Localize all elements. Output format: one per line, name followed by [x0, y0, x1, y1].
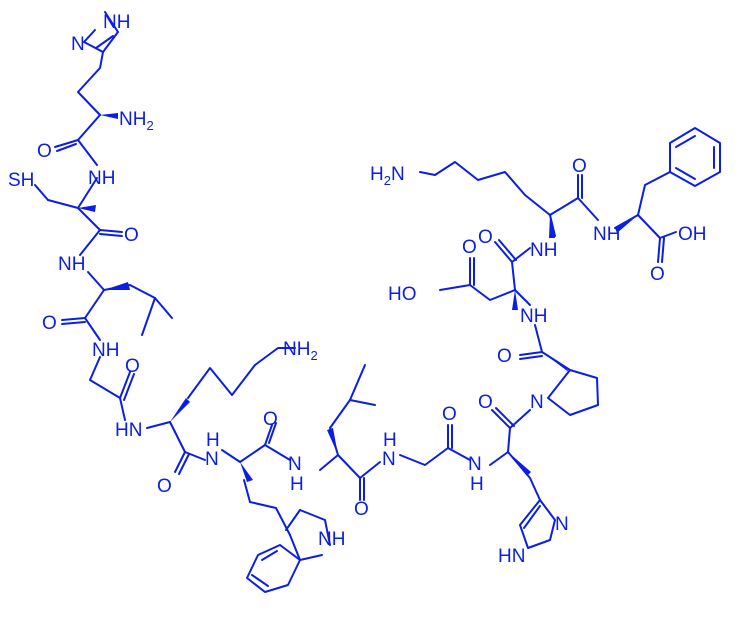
- atom-label-o: O: [650, 264, 665, 285]
- atom-label-nh: NH: [318, 529, 345, 550]
- atom-label-h: H: [383, 430, 397, 451]
- atom-label-n: N: [382, 449, 396, 470]
- atom-label-o: O: [572, 156, 587, 177]
- atom-label-o: O: [354, 499, 369, 520]
- atom-label-o: O: [263, 409, 278, 430]
- atom-label-hn: HN: [498, 546, 525, 567]
- atom-label-o: O: [478, 392, 493, 413]
- bond-network: [34, 11, 721, 593]
- atom-label-nh: NH: [520, 306, 547, 327]
- atom-label-n: N: [288, 454, 302, 475]
- atom-label-o: O: [442, 404, 457, 425]
- atom-label-nh: NH: [92, 340, 119, 361]
- atom-label-o: O: [157, 476, 172, 497]
- atom-label-n: N: [555, 514, 569, 535]
- atom-label-nh: NH: [530, 240, 557, 261]
- atom-label-o: O: [497, 346, 512, 367]
- atom-label-nh: NH: [58, 254, 85, 275]
- atom-label-o: O: [42, 313, 57, 334]
- atom-label-h: H: [206, 430, 220, 451]
- atom-label-nh2: NH2: [283, 339, 318, 363]
- atom-label-o: O: [462, 237, 477, 258]
- atom-label-h: H: [470, 474, 484, 495]
- atom-label-n: N: [205, 449, 219, 470]
- atom-label-o: O: [478, 227, 493, 248]
- atom-label-o: O: [125, 356, 140, 377]
- stereo-wedges: [78, 113, 638, 482]
- atom-label-o: O: [37, 141, 52, 162]
- atom-labels: N NH NH2 O NH SH O NH O NH O HN NH2 O H …: [8, 12, 707, 567]
- atom-label-nh2: NH2: [119, 109, 154, 133]
- atom-label-h2n: H2N: [370, 164, 405, 188]
- atom-label-nh: NH: [593, 224, 620, 245]
- atom-label-o: O: [124, 225, 139, 246]
- atom-label-nh: NH: [88, 168, 115, 189]
- atom-label-n: N: [530, 392, 544, 413]
- atom-label-n: N: [468, 454, 482, 475]
- atom-label-sh: SH: [8, 170, 34, 191]
- atom-label-nh: NH: [103, 12, 130, 33]
- atom-label-h: H: [290, 474, 304, 495]
- atom-label-oh: OH: [678, 224, 707, 245]
- atom-label-ho: HO: [388, 284, 417, 305]
- atom-label-n: N: [71, 34, 85, 55]
- atom-label-hn: HN: [115, 420, 142, 441]
